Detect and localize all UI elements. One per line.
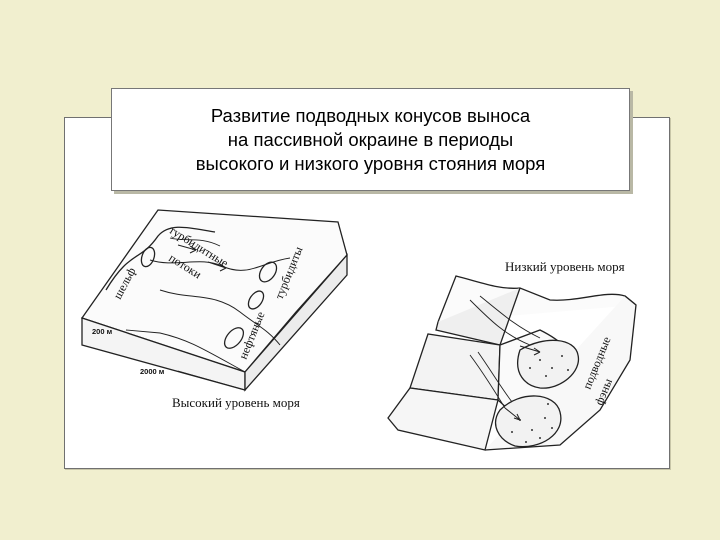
low-sea-level-block <box>387 275 637 451</box>
title-line-3: высокого и низкого уровня стояния моря <box>195 152 546 174</box>
title-line-2: на пассивной окраине в периоды <box>227 128 514 150</box>
low-sea-level-caption: Низкий уровень моря <box>505 259 625 274</box>
high-sea-level-caption: Высокий уровень моря <box>172 395 300 410</box>
depth-2000-label: 2000 м <box>140 367 165 376</box>
title-box: Развитие подводных конусов выноса на пас… <box>111 88 630 191</box>
title-line-1: Развитие подводных конусов выноса <box>210 104 531 126</box>
fan-dots <box>511 355 569 443</box>
high-sea-level-block <box>80 209 348 392</box>
depth-200-label: 200 м <box>92 327 113 336</box>
